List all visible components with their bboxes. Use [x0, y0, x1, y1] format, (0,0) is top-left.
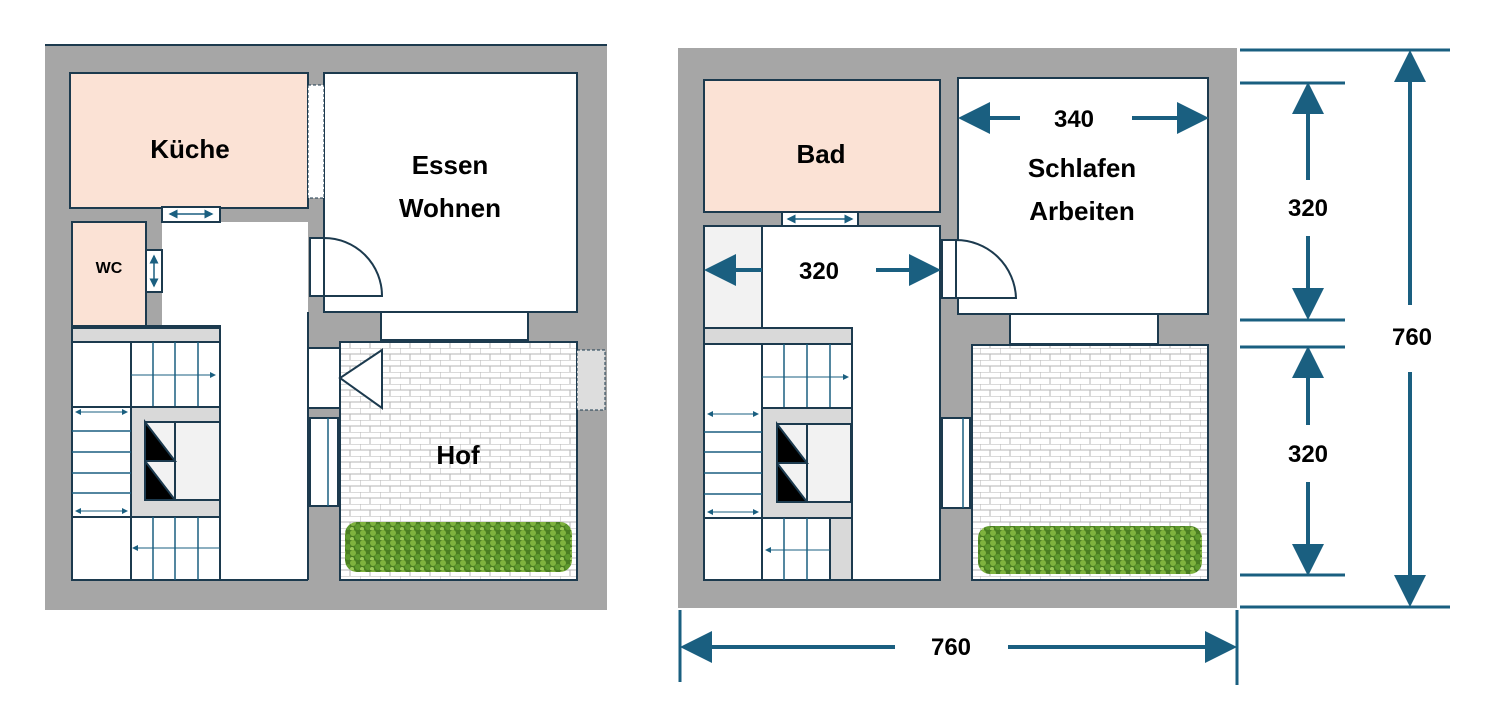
dim-hall-width: 320: [799, 258, 839, 285]
plan-new: Bad Schlafen Arbeiten: [678, 48, 1237, 608]
courtyard-gate[interactable]: [307, 347, 383, 410]
courtyard-window: [1009, 313, 1159, 345]
room-label-bath: Bad: [796, 139, 845, 169]
hall-window: [941, 417, 971, 509]
room-label-kitchen: Küche: [150, 134, 229, 164]
room-label-dining-2: Wohnen: [399, 193, 501, 223]
dim-bedroom-width: 340: [1054, 106, 1094, 133]
door-dining[interactable]: [309, 236, 384, 297]
hedge: [345, 522, 572, 572]
dim-upper-depth: 320: [1288, 195, 1328, 222]
room-label-wc: WC: [96, 260, 123, 277]
room-label-bedroom-1: Schlafen: [1028, 153, 1136, 183]
dim-lower-depth: 320: [1288, 441, 1328, 468]
staircase: [71, 325, 221, 581]
courtyard-window: [380, 311, 529, 341]
hall-window: [309, 417, 339, 507]
plan-existing: Küche Essen Wohnen WC Hof: [45, 44, 607, 610]
hedge: [978, 526, 1202, 574]
room-label-bedroom-2: Arbeiten: [1029, 196, 1134, 226]
room-label-dining-1: Essen: [412, 150, 489, 180]
opening-dotted: [576, 349, 606, 411]
staircase: [703, 327, 853, 581]
dimensions: [678, 48, 1450, 685]
bath-room: [703, 79, 941, 213]
dim-total-depth: 760: [1392, 324, 1432, 351]
kitchen-room: [69, 72, 309, 209]
opening-dotted: [307, 84, 325, 199]
room-label-courtyard: Hof: [436, 440, 480, 470]
door-bedroom[interactable]: [941, 238, 1018, 299]
dim-total-width: 760: [931, 634, 971, 661]
